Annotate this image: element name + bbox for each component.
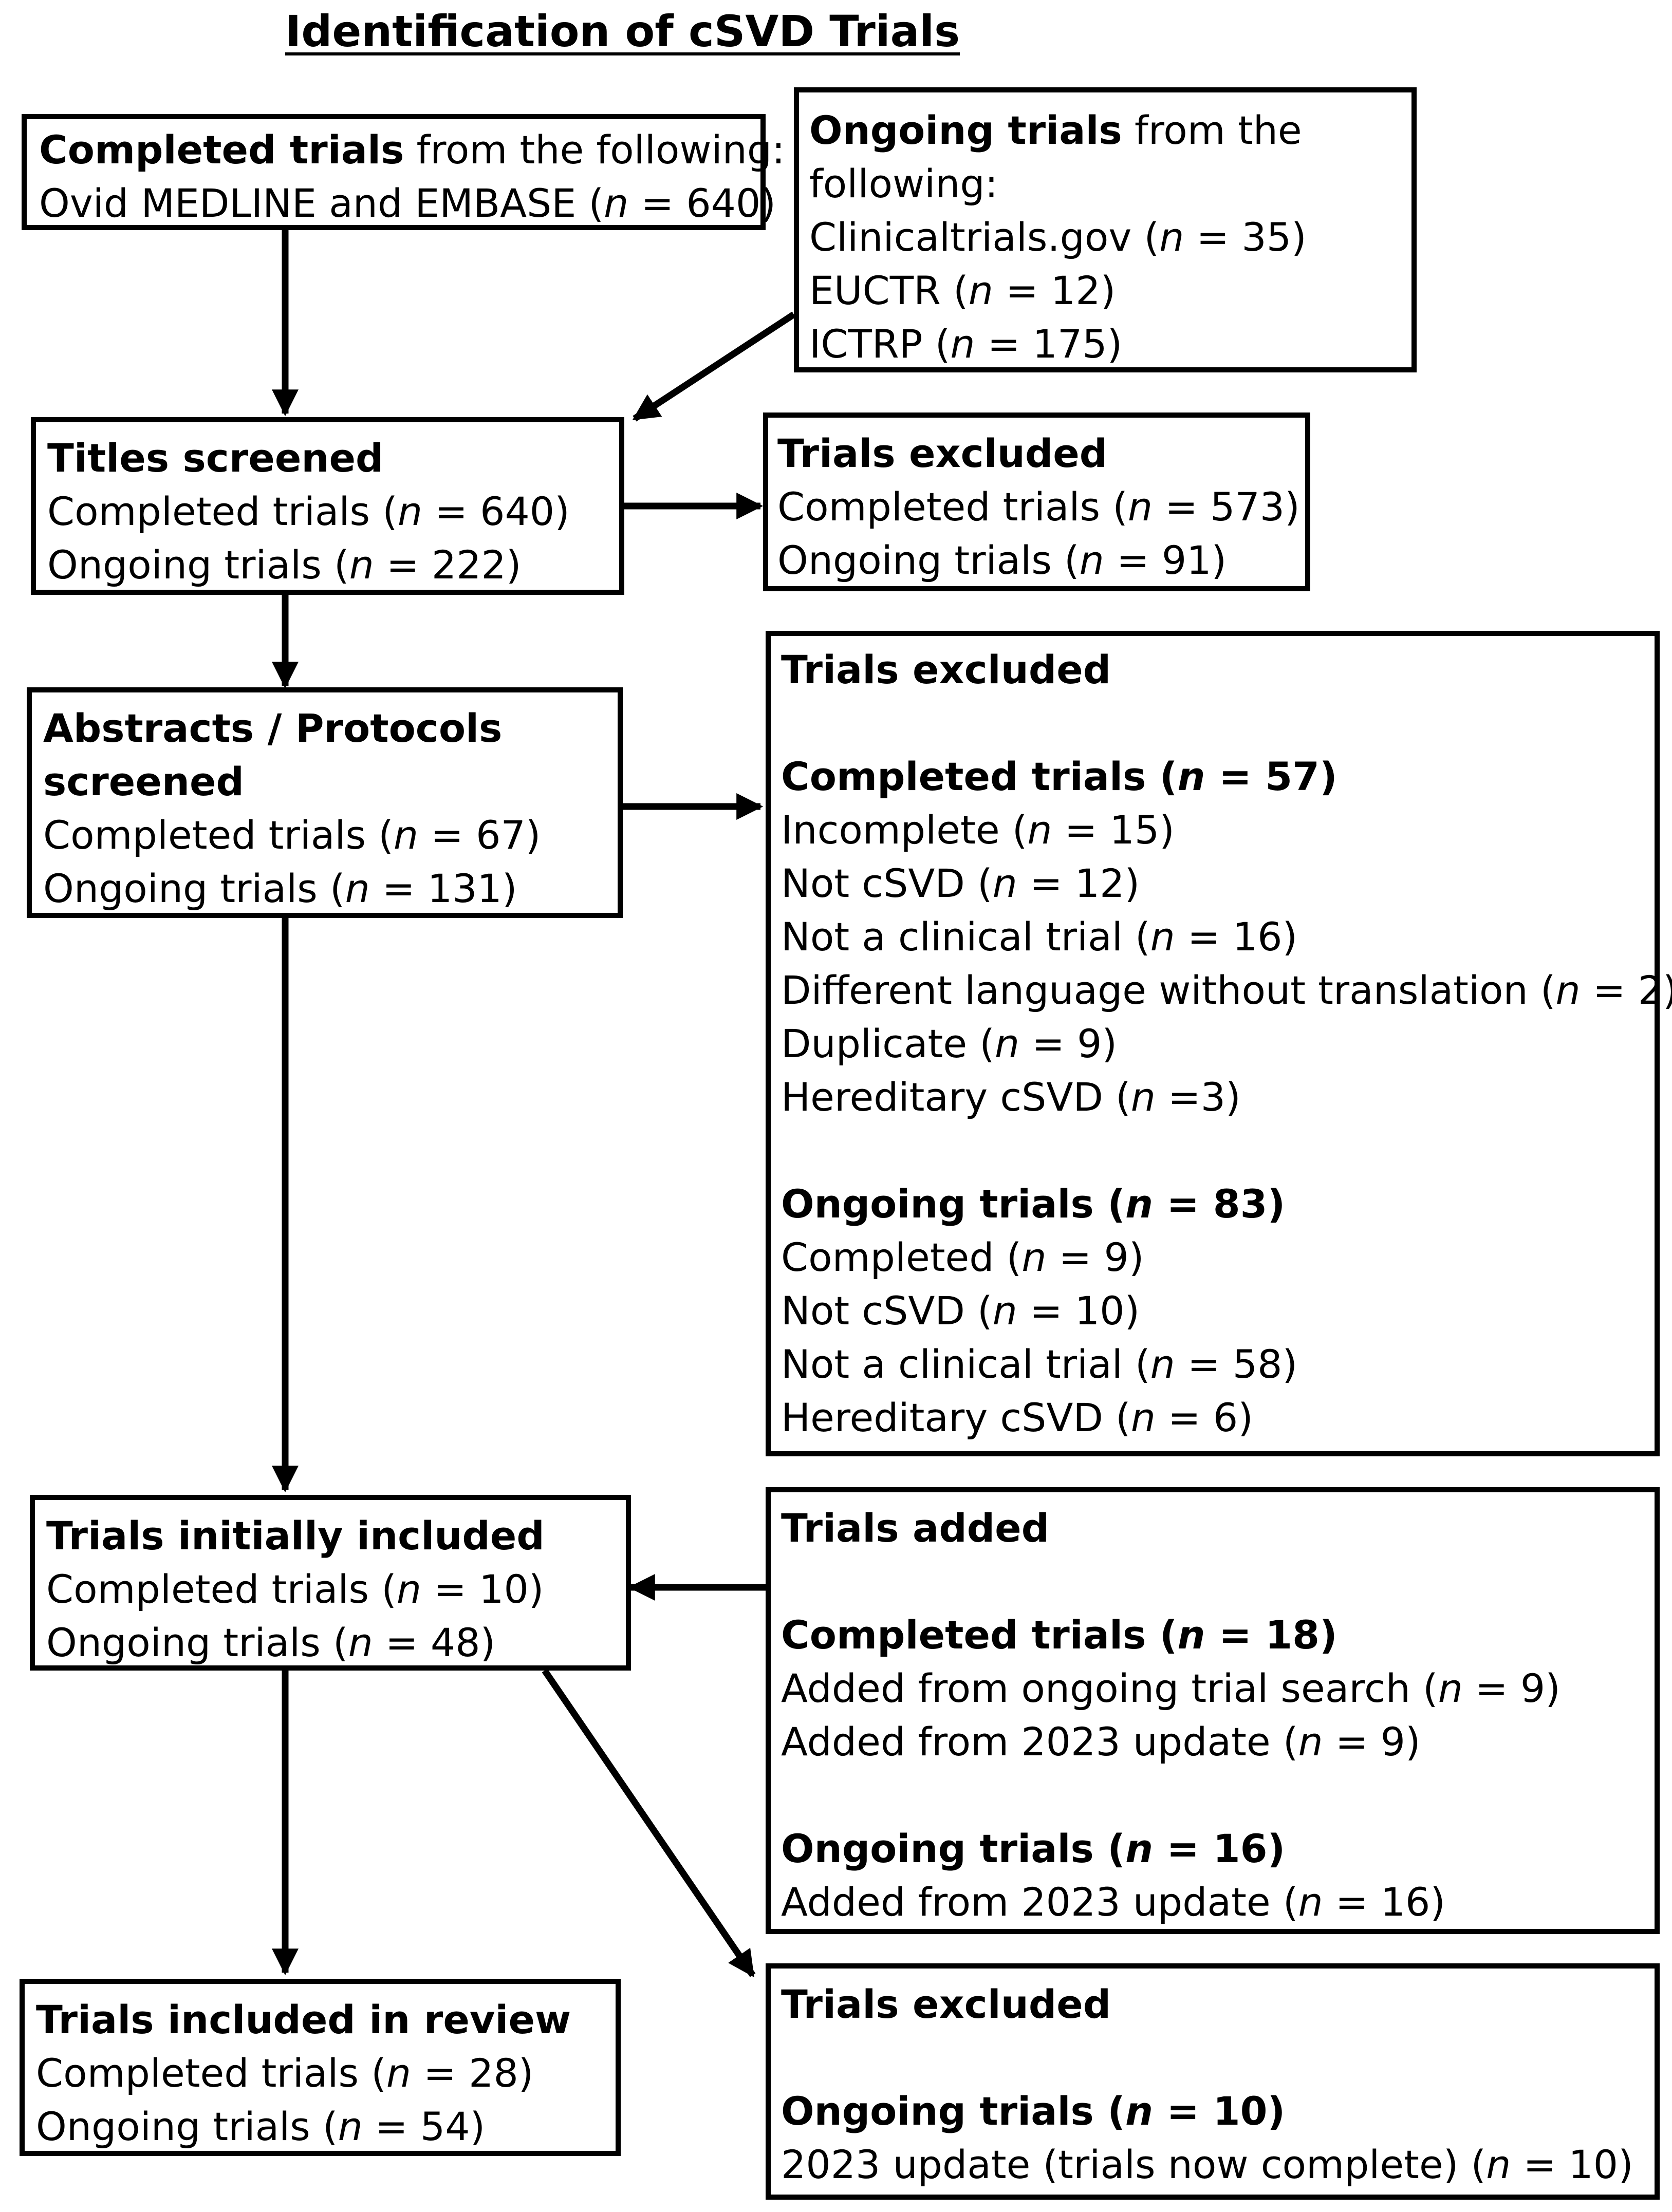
excluded-ongoing-item: Not cSVD (n = 10) bbox=[781, 1288, 1140, 1334]
included-in-review-box: Trials included in review Completed tria… bbox=[20, 1979, 621, 2156]
excluded-completed-item: Different language without translation (… bbox=[781, 967, 1672, 1013]
final-excluded-ongoing-heading: Ongoing trials (n = 10) bbox=[781, 2088, 1286, 2134]
ongoing-sources-line: following: bbox=[809, 161, 998, 207]
abstracts-excluded-box: Trials excluded Completed trials (n = 57… bbox=[766, 631, 1672, 1456]
trials-added-heading: Trials added bbox=[781, 1505, 1050, 1551]
added-completed-item: Added from ongoing trial search (n = 9) bbox=[781, 1665, 1560, 1711]
final-excluded-heading: Trials excluded bbox=[781, 1981, 1111, 2027]
titles-screened-heading: Titles screened bbox=[47, 435, 384, 481]
arrow-ongoing-to-titles bbox=[632, 311, 796, 422]
added-ongoing-heading: Ongoing trials (n = 16) bbox=[781, 1826, 1286, 1871]
ongoing-sources-box: Ongoing trials from the following: Clini… bbox=[794, 87, 1417, 372]
abstracts-screened-heading-cont: screened bbox=[43, 759, 244, 804]
titles-excluded-ongoing: Ongoing trials (n = 91) bbox=[777, 537, 1227, 583]
final-excluded-box: Trials excluded Ongoing trials (n = 10) … bbox=[766, 1963, 1660, 2200]
excluded-completed-item: Not a clinical trial (n = 16) bbox=[781, 914, 1298, 960]
added-completed-heading: Completed trials (n = 18) bbox=[781, 1612, 1337, 1658]
excluded-completed-item: Incomplete (n = 15) bbox=[781, 807, 1175, 853]
abstracts-screened-heading: Abstracts / Protocols bbox=[43, 705, 503, 751]
ongoing-source-clinicaltrials: Clinicaltrials.gov (n = 35) bbox=[809, 214, 1307, 260]
initially-included-heading: Trials initially included bbox=[46, 1513, 545, 1559]
completed-sources-heading-rest: from the following: bbox=[404, 127, 785, 173]
added-ongoing-item: Added from 2023 update (n = 16) bbox=[781, 1879, 1446, 1925]
abstracts-screened-ongoing: Ongoing trials (n = 131) bbox=[43, 866, 517, 911]
excluded-ongoing-item: Not a clinical trial (n = 58) bbox=[781, 1341, 1298, 1387]
ongoing-source-ictrp: ICTRP (n = 175) bbox=[809, 321, 1123, 367]
final-excluded-ongoing-item: 2023 update (trials now complete) (n = 1… bbox=[781, 2142, 1633, 2187]
added-completed-item: Added from 2023 update (n = 9) bbox=[781, 1719, 1421, 1765]
arrow-included-to-final-excluded bbox=[542, 1669, 756, 1978]
included-in-review-completed: Completed trials (n = 28) bbox=[36, 2050, 534, 2096]
titles-screened-ongoing: Ongoing trials (n = 222) bbox=[47, 542, 522, 588]
excluded-ongoing-item: Completed (n = 9) bbox=[781, 1234, 1144, 1280]
excluded-completed-item: Duplicate (n = 9) bbox=[781, 1021, 1118, 1066]
completed-sources-box: Completed trials from the following: Ovi… bbox=[22, 114, 785, 230]
titles-excluded-completed: Completed trials (n = 573) bbox=[777, 484, 1300, 530]
completed-sources-heading: Completed trials from the following: bbox=[39, 123, 785, 177]
trials-added-box: Trials added Completed trials (n = 18) A… bbox=[766, 1487, 1660, 1934]
titles-excluded-box: Trials excluded Completed trials (n = 57… bbox=[763, 413, 1310, 591]
abstracts-screened-box: Abstracts / Protocols screened Completed… bbox=[27, 687, 623, 918]
ongoing-source-euctr: EUCTR (n = 12) bbox=[809, 268, 1116, 313]
completed-sources-databases: Ovid MEDLINE and EMBASE (n = 640) bbox=[39, 180, 776, 226]
excluded-completed-item: Hereditary cSVD (n =3) bbox=[781, 1074, 1241, 1120]
initially-included-box: Trials initially included Completed tria… bbox=[30, 1495, 631, 1671]
titles-screened-completed: Completed trials (n = 640) bbox=[47, 489, 570, 534]
completed-sources-heading-bold: Completed trials bbox=[39, 127, 404, 173]
initially-included-ongoing: Ongoing trials (n = 48) bbox=[46, 1620, 496, 1665]
abstracts-excluded-heading: Trials excluded bbox=[781, 647, 1111, 692]
included-in-review-heading: Trials included in review bbox=[36, 1997, 571, 2042]
abstracts-screened-completed: Completed trials (n = 67) bbox=[43, 812, 541, 858]
initially-included-completed: Completed trials (n = 10) bbox=[46, 1566, 544, 1612]
ongoing-sources-heading-bold: Ongoing trials bbox=[809, 107, 1122, 153]
excluded-ongoing-item: Hereditary cSVD (n = 6) bbox=[781, 1395, 1253, 1440]
titles-excluded-heading: Trials excluded bbox=[777, 430, 1108, 476]
titles-screened-box: Titles screened Completed trials (n = 64… bbox=[31, 417, 624, 595]
diagram-title: Identification of cSVD Trials bbox=[285, 6, 960, 57]
excluded-ongoing-heading: Ongoing trials (n = 83) bbox=[781, 1181, 1286, 1227]
included-in-review-ongoing: Ongoing trials (n = 54) bbox=[36, 2104, 486, 2149]
ongoing-sources-heading-rest: from the bbox=[1122, 107, 1302, 153]
excluded-completed-item: Not cSVD (n = 12) bbox=[781, 860, 1140, 906]
ongoing-sources-heading: Ongoing trials from the bbox=[809, 104, 1401, 157]
excluded-completed-heading: Completed trials (n = 57) bbox=[781, 754, 1337, 799]
